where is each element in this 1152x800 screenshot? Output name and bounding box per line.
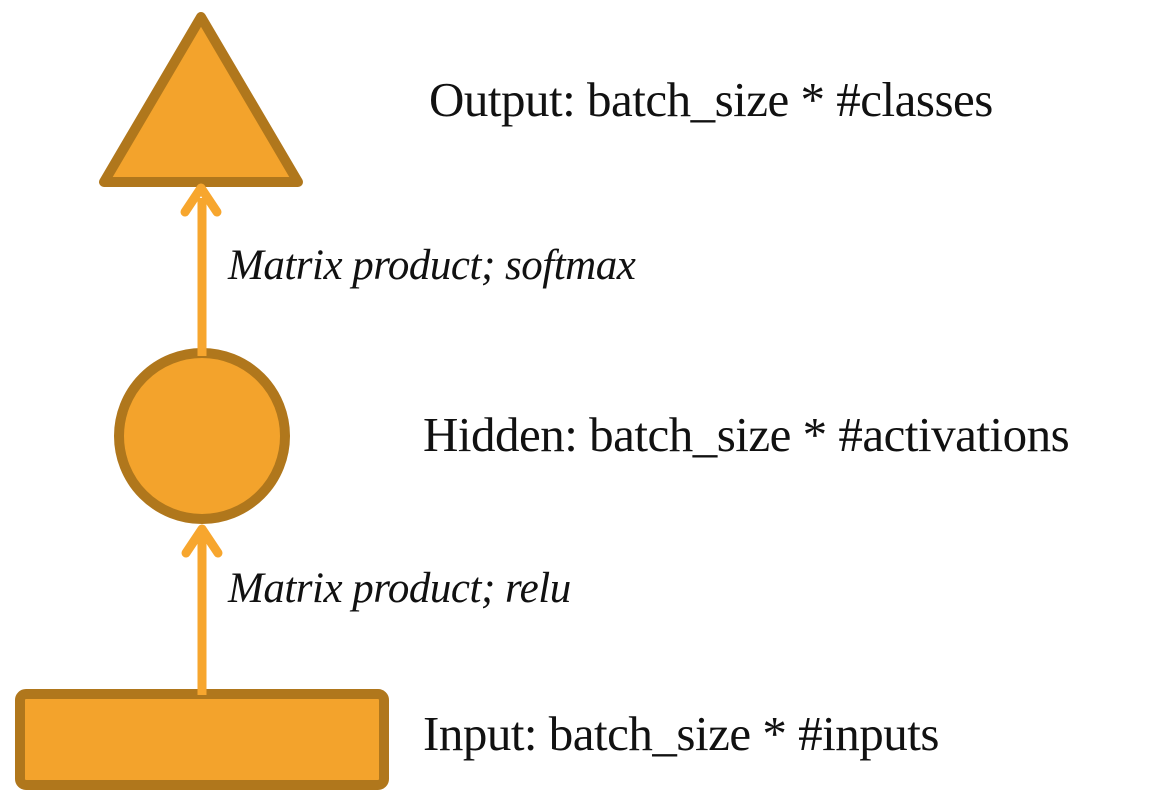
hidden-node-label: Hidden: batch_size * #activations [423, 407, 1070, 462]
arrow-up-icon [181, 524, 223, 558]
input-node-label: Input: batch_size * #inputs [423, 706, 939, 761]
hidden-node-circle [114, 348, 290, 524]
edge-label-relu: Matrix product; relu [228, 565, 571, 612]
edge-label-softmax: Matrix product; softmax [228, 242, 636, 289]
input-node-rectangle [15, 689, 389, 790]
output-node-triangle [99, 12, 303, 187]
arrow-up-icon [180, 183, 222, 217]
output-node-label: Output: batch_size * #classes [429, 72, 993, 127]
edge-input-to-hidden [181, 524, 223, 695]
edge-hidden-to-output [180, 183, 222, 356]
